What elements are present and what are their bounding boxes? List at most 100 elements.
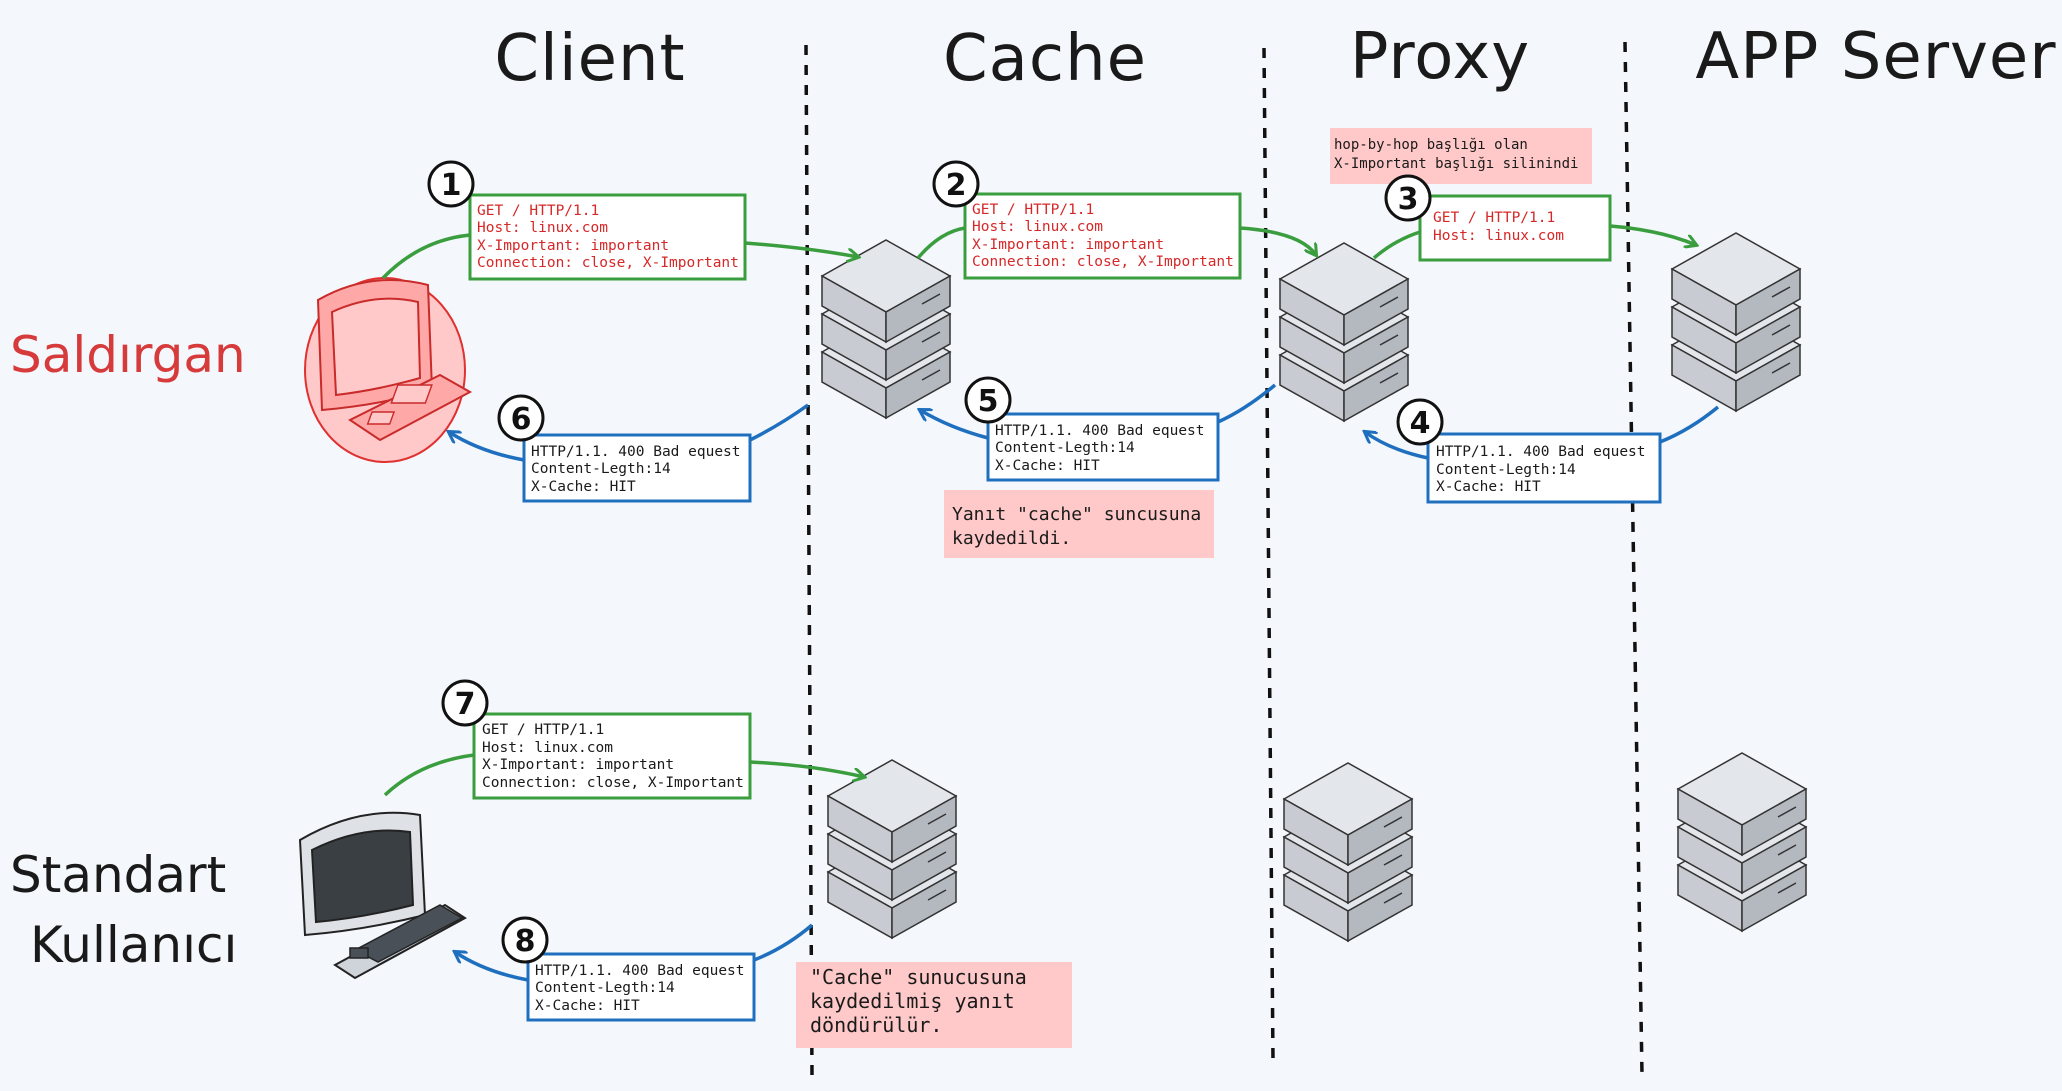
app-server-icon-bottom xyxy=(1677,752,1807,932)
step-badge-4: 4 xyxy=(1396,398,1444,446)
message-2-line: Host: linux.com xyxy=(972,219,1103,235)
message-6-line: Content-Legth:14 xyxy=(531,461,671,477)
request-arrow-7 xyxy=(749,760,864,777)
message-3-line: Host: linux.com xyxy=(1433,228,1564,244)
message-6-line: X-Cache: HIT xyxy=(531,479,636,495)
svg-text:HTTP/1.1. 400 Bad equest: HTTP/1.1. 400 Bad equest Content-Legth:1… xyxy=(535,963,753,1014)
svg-text:GET / HTTP/1.1 Host: li: GET / HTTP/1.1 Host: linux.com X-Importa… xyxy=(477,203,739,271)
standard-user-computer-icon xyxy=(298,811,467,980)
message-2-line: X-Important: important xyxy=(972,237,1164,253)
response-arrow-6 xyxy=(449,432,525,462)
note-hop-by-hop-line: hop-by-hop başlığı olan xyxy=(1334,137,1528,153)
message-5-line: HTTP/1.1. 400 Bad equest xyxy=(995,423,1205,439)
step-number: 7 xyxy=(455,687,476,722)
message-box-8: HTTP/1.1. 400 Bad equest Content-Legth:1… xyxy=(526,952,756,1022)
message-2-line: Connection: close, X-Important xyxy=(972,254,1234,270)
note-cached-line: kaydedildi. xyxy=(952,528,1071,549)
cache-server-icon-top xyxy=(821,239,951,419)
message-7-line: GET / HTTP/1.1 xyxy=(482,722,604,738)
lane-separator-cache-proxy xyxy=(1262,47,1275,1061)
request-arrow-2-start xyxy=(916,226,966,260)
svg-text:HTTP/1.1. 400 Bad equest: HTTP/1.1. 400 Bad equest Content-Legth:1… xyxy=(1436,444,1654,495)
svg-text:Yanıt "cache" suncusuna: Yanıt "cache" suncusuna kaydedildi. xyxy=(952,504,1212,549)
note-cached-line: Yanıt "cache" suncusuna xyxy=(952,504,1201,525)
svg-text:GET / HTTP/1.1 Host: li: GET / HTTP/1.1 Host: linux.com X-Importa… xyxy=(482,722,744,791)
request-arrow-3-start xyxy=(1372,230,1421,260)
actor-label-standard-line2: Kullanıcı xyxy=(30,916,237,974)
note-hop-by-hop: hop-by-hop başlığı olan X-Important başl… xyxy=(1330,128,1592,184)
message-8-line: X-Cache: HIT xyxy=(535,998,640,1014)
message-7-line: Connection: close, X-Important xyxy=(482,775,744,791)
message-1-line: GET / HTTP/1.1 xyxy=(477,203,599,219)
request-arrow-2 xyxy=(1239,226,1316,255)
message-4-line: HTTP/1.1. 400 Bad equest xyxy=(1436,444,1646,460)
svg-text:HTTP/1.1. 400 Bad equest: HTTP/1.1. 400 Bad equest Content-Legth:1… xyxy=(995,423,1213,474)
actor-label-attacker: Saldırgan xyxy=(10,326,246,384)
message-5-line: Content-Legth:14 xyxy=(995,440,1135,456)
response-arrow-5 xyxy=(920,410,989,440)
message-6-line: HTTP/1.1. 400 Bad equest xyxy=(531,444,741,460)
attacker-computer-icon xyxy=(304,277,473,463)
message-4-line: X-Cache: HIT xyxy=(1436,479,1541,495)
message-box-5: HTTP/1.1. 400 Bad equest Content-Legth:1… xyxy=(986,412,1220,482)
proxy-server-icon-top xyxy=(1279,242,1409,422)
message-1-line: Host: linux.com xyxy=(477,220,608,236)
column-title-app-server: APP Server xyxy=(1695,20,2056,94)
note-returned-line: döndürülür. xyxy=(810,1013,942,1037)
message-box-6: HTTP/1.1. 400 Bad equest Content-Legth:1… xyxy=(522,433,752,503)
message-7-line: Host: linux.com xyxy=(482,740,613,756)
step-badge-1: 1 xyxy=(427,160,475,208)
note-returned-line: "Cache" sunucusuna xyxy=(810,965,1027,989)
lane-separator-proxy-app xyxy=(1623,41,1644,1076)
step-number: 1 xyxy=(441,168,462,203)
note-returned: "Cache" sunucusuna kaydedilmiş yanıt dön… xyxy=(796,962,1072,1048)
step-number: 4 xyxy=(1410,406,1431,441)
message-1-line: X-Important: important xyxy=(477,238,669,254)
step-number: 6 xyxy=(511,402,532,437)
column-title-proxy: Proxy xyxy=(1350,20,1530,94)
response-arrow-4-start xyxy=(1659,405,1720,444)
message-box-2: GET / HTTP/1.1 Host: linux.com X-Importa… xyxy=(963,192,1242,280)
step-badge-7: 7 xyxy=(441,679,489,727)
step-number: 2 xyxy=(946,168,967,203)
request-arrow-7-start xyxy=(383,753,475,797)
lane-separator-client-cache xyxy=(804,44,814,1076)
cache-server-icon-bottom xyxy=(827,759,957,939)
message-3-line: GET / HTTP/1.1 xyxy=(1433,210,1555,226)
note-cached: Yanıt "cache" suncusuna kaydedildi. xyxy=(944,490,1214,558)
step-number: 5 xyxy=(978,384,999,419)
note-returned-line: kaydedilmiş yanıt xyxy=(810,989,1015,1013)
response-arrow-8 xyxy=(455,952,529,982)
column-title-cache: Cache xyxy=(943,22,1147,96)
message-5-line: X-Cache: HIT xyxy=(995,458,1100,474)
app-server-icon-top xyxy=(1671,232,1801,412)
message-4-line: Content-Legth:14 xyxy=(1436,462,1576,478)
message-8-line: HTTP/1.1. 400 Bad equest xyxy=(535,963,745,979)
step-badge-6: 6 xyxy=(497,394,545,442)
svg-text:hop-by-hop başlığı olan: hop-by-hop başlığı olan X-Important başl… xyxy=(1334,137,1578,172)
message-7-line: X-Important: important xyxy=(482,757,674,773)
step-badge-3: 3 xyxy=(1384,174,1432,222)
message-1-line: Connection: close, X-Important xyxy=(477,255,739,271)
step-badge-8: 8 xyxy=(501,916,549,964)
svg-text:HTTP/1.1. 400 Bad equest: HTTP/1.1. 400 Bad equest Content-Legth:1… xyxy=(531,444,749,495)
step-number: 8 xyxy=(515,924,536,959)
message-box-1: GET / HTTP/1.1 Host: linux.com X-Importa… xyxy=(468,193,747,281)
svg-text:GET / HTTP/1.1 Host: li: GET / HTTP/1.1 Host: linux.com X-Importa… xyxy=(972,202,1234,270)
message-2-line: GET / HTTP/1.1 xyxy=(972,202,1094,218)
response-arrow-5-start xyxy=(1217,383,1277,424)
response-arrow-4 xyxy=(1365,432,1429,460)
request-arrow-3 xyxy=(1609,224,1696,245)
column-title-client: Client xyxy=(494,22,685,96)
note-hop-by-hop-line: X-Important başlığı silinindi xyxy=(1334,156,1578,172)
step-badge-5: 5 xyxy=(964,376,1012,424)
message-box-7: GET / HTTP/1.1 Host: linux.com X-Importa… xyxy=(472,712,752,800)
response-arrow-8-start xyxy=(753,923,814,962)
request-arrow-1 xyxy=(744,241,858,257)
message-box-3: GET / HTTP/1.1 Host: linux.com xyxy=(1418,194,1612,262)
step-number: 3 xyxy=(1398,182,1419,217)
request-arrow-1-start xyxy=(381,233,471,280)
step-badge-2: 2 xyxy=(932,160,980,208)
svg-text:"Cache" sunucusuna kayde: "Cache" sunucusuna kaydedilmiş yanıt dön… xyxy=(810,965,1039,1037)
